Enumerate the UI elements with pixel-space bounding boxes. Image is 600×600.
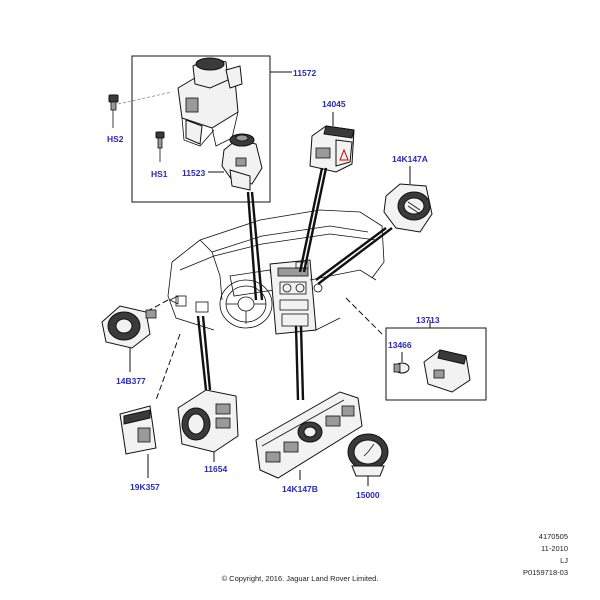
drawing-date: 11-2010 <box>541 544 568 553</box>
bulb-13466 <box>393 362 410 374</box>
drawing-number: 4170505 <box>538 532 568 541</box>
callout-11572: 11572 <box>293 68 316 78</box>
clock-spring-14b377 <box>101 295 179 349</box>
callout-14k147b: 14K147B <box>282 484 318 494</box>
callout-14045: 14045 <box>322 99 346 109</box>
clock-15000 <box>347 433 389 477</box>
copyright-notice: © Copyright, 2016. Jaguar Land Rover Lim… <box>221 574 379 583</box>
ignition-group-box <box>131 55 271 203</box>
module-19k357 <box>119 405 157 455</box>
callout-11654: 11654 <box>204 464 227 474</box>
callout-11523: 11523 <box>182 168 205 178</box>
ignition-switch-11523 <box>221 133 263 191</box>
hazard-switch-14045 <box>309 125 355 173</box>
drawing-reference: 4170505 11-2010 LJ P0159718-03 <box>523 532 568 577</box>
switch-13713 <box>423 349 471 393</box>
drawing-part-reference: P0159718-03 <box>522 568 568 577</box>
headlamp-switch-11654 <box>177 389 239 453</box>
callout-19k357: 19K357 <box>130 482 160 492</box>
screw-hs2 <box>108 94 119 128</box>
ignition-lock-housing <box>177 57 243 147</box>
switch-panel-14k147b <box>255 391 363 479</box>
callout-hs1: HS1 <box>151 169 168 179</box>
dashboard-outline <box>167 209 385 335</box>
callout-15000: 15000 <box>356 490 380 500</box>
callout-hs2: HS2 <box>107 134 124 144</box>
callout-14k147a: 14K147A <box>392 154 428 164</box>
callout-14b377: 14B377 <box>116 376 146 386</box>
drawing-model-code: LJ <box>560 556 568 565</box>
switch-group-box-13713 <box>385 327 487 401</box>
pin-hs1 <box>155 131 165 162</box>
callout-13713: 13713 <box>416 315 440 325</box>
callout-13466: 13466 <box>388 340 412 350</box>
switch-14k147a <box>383 183 433 233</box>
